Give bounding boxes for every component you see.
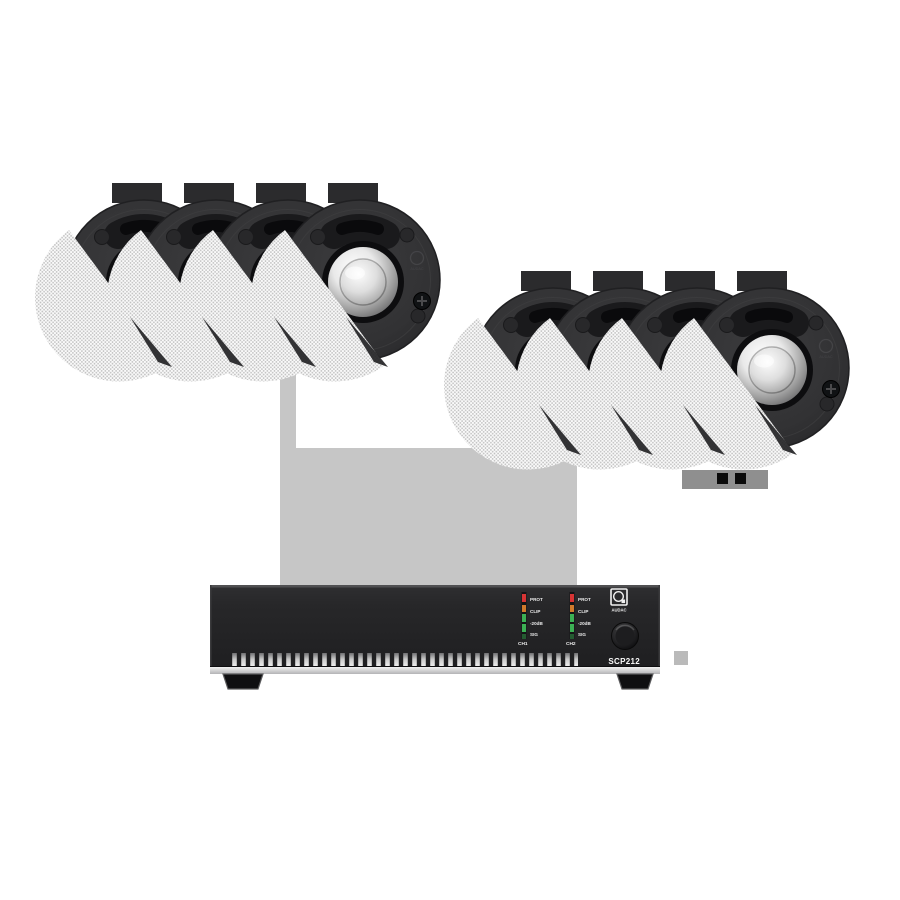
led-meter-ch1: PROT CLIP -20dB SIG CH1 (518, 592, 543, 647)
volume-knob (611, 622, 639, 650)
vent-grille (230, 653, 578, 667)
led-label-sig: SIG (578, 632, 586, 637)
led-label-clip: CLIP (530, 609, 540, 614)
led-label-prot: PROT (578, 597, 591, 602)
amp-foot-left (222, 673, 264, 690)
speaker-group-right (444, 271, 849, 470)
channel-label-ch1: CH1 (518, 641, 528, 647)
led-meter-ch2: PROT CLIP -20dB SIG CH2 (566, 592, 591, 647)
led-label-sig: SIG (530, 632, 538, 637)
connector-lines (280, 366, 688, 665)
amp-foot-right (616, 673, 654, 690)
led-label-prot: PROT (530, 597, 543, 602)
led-label-20db: -20dB (530, 621, 543, 626)
audac-logo-icon: AUDAC (610, 588, 628, 613)
led-label-20db: -20dB (578, 621, 591, 626)
speaker-terminal-block (682, 470, 768, 489)
channel-label-ch2: CH2 (566, 641, 576, 647)
amp-brand-label: AUDAC (611, 608, 626, 613)
connector-stub-right (674, 651, 688, 665)
amp-model-label: SCP212 (608, 657, 640, 666)
connector-line-left (280, 366, 296, 450)
amplifier: PROT CLIP -20dB SIG CH1 PROT CLIP -20dB … (210, 585, 660, 690)
connector-block (280, 448, 577, 586)
speaker-group-left (35, 183, 440, 382)
led-label-clip: CLIP (578, 609, 588, 614)
amp-bottom-trim (210, 667, 660, 674)
